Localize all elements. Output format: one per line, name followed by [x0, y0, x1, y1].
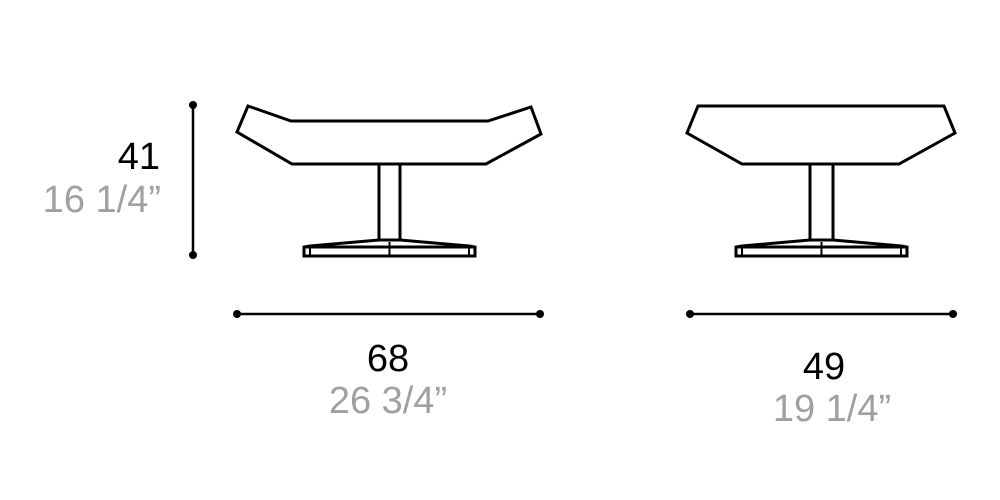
width-imperial-label: 26 3/4”: [328, 380, 448, 422]
height-dimension-line: [189, 101, 197, 259]
side-column: [808, 162, 835, 242]
depth-dimension-line: [686, 310, 957, 318]
side-view-bench: [685, 104, 957, 258]
side-seat-outline: [685, 104, 957, 166]
depth-imperial-label: 19 1/4”: [772, 388, 892, 430]
depth-metric-label: 49: [802, 346, 846, 388]
width-dimension-line: [233, 310, 544, 318]
front-seat-outline: [235, 104, 543, 166]
height-metric-label: 41: [117, 136, 160, 178]
width-metric-label: 68: [366, 338, 410, 380]
front-column: [377, 162, 402, 242]
height-imperial-label: 16 1/4”: [42, 179, 161, 221]
front-view-bench: [235, 104, 543, 258]
